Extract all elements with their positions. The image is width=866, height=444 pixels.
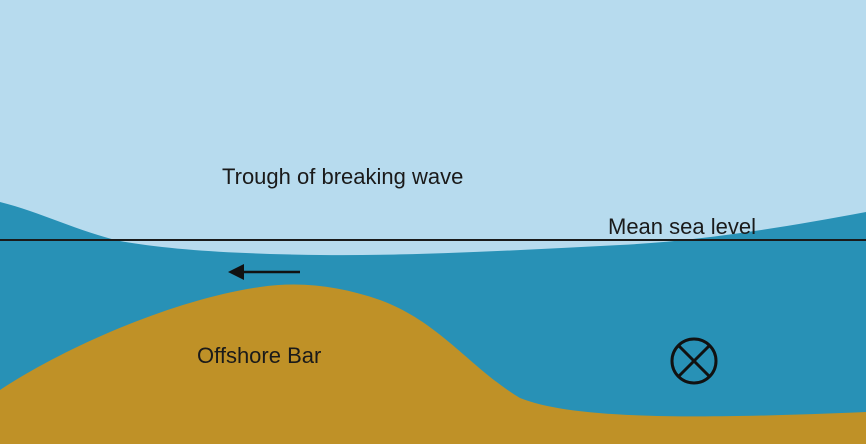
trough-label: Trough of breaking wave xyxy=(222,164,464,189)
offshore-bar-sand xyxy=(0,284,866,444)
left-arrow-icon xyxy=(228,264,300,280)
circle-x-icon xyxy=(670,337,718,385)
offshore-bar-label: Offshore Bar xyxy=(197,343,322,368)
mean-sea-level-label: Mean sea level xyxy=(608,214,756,239)
